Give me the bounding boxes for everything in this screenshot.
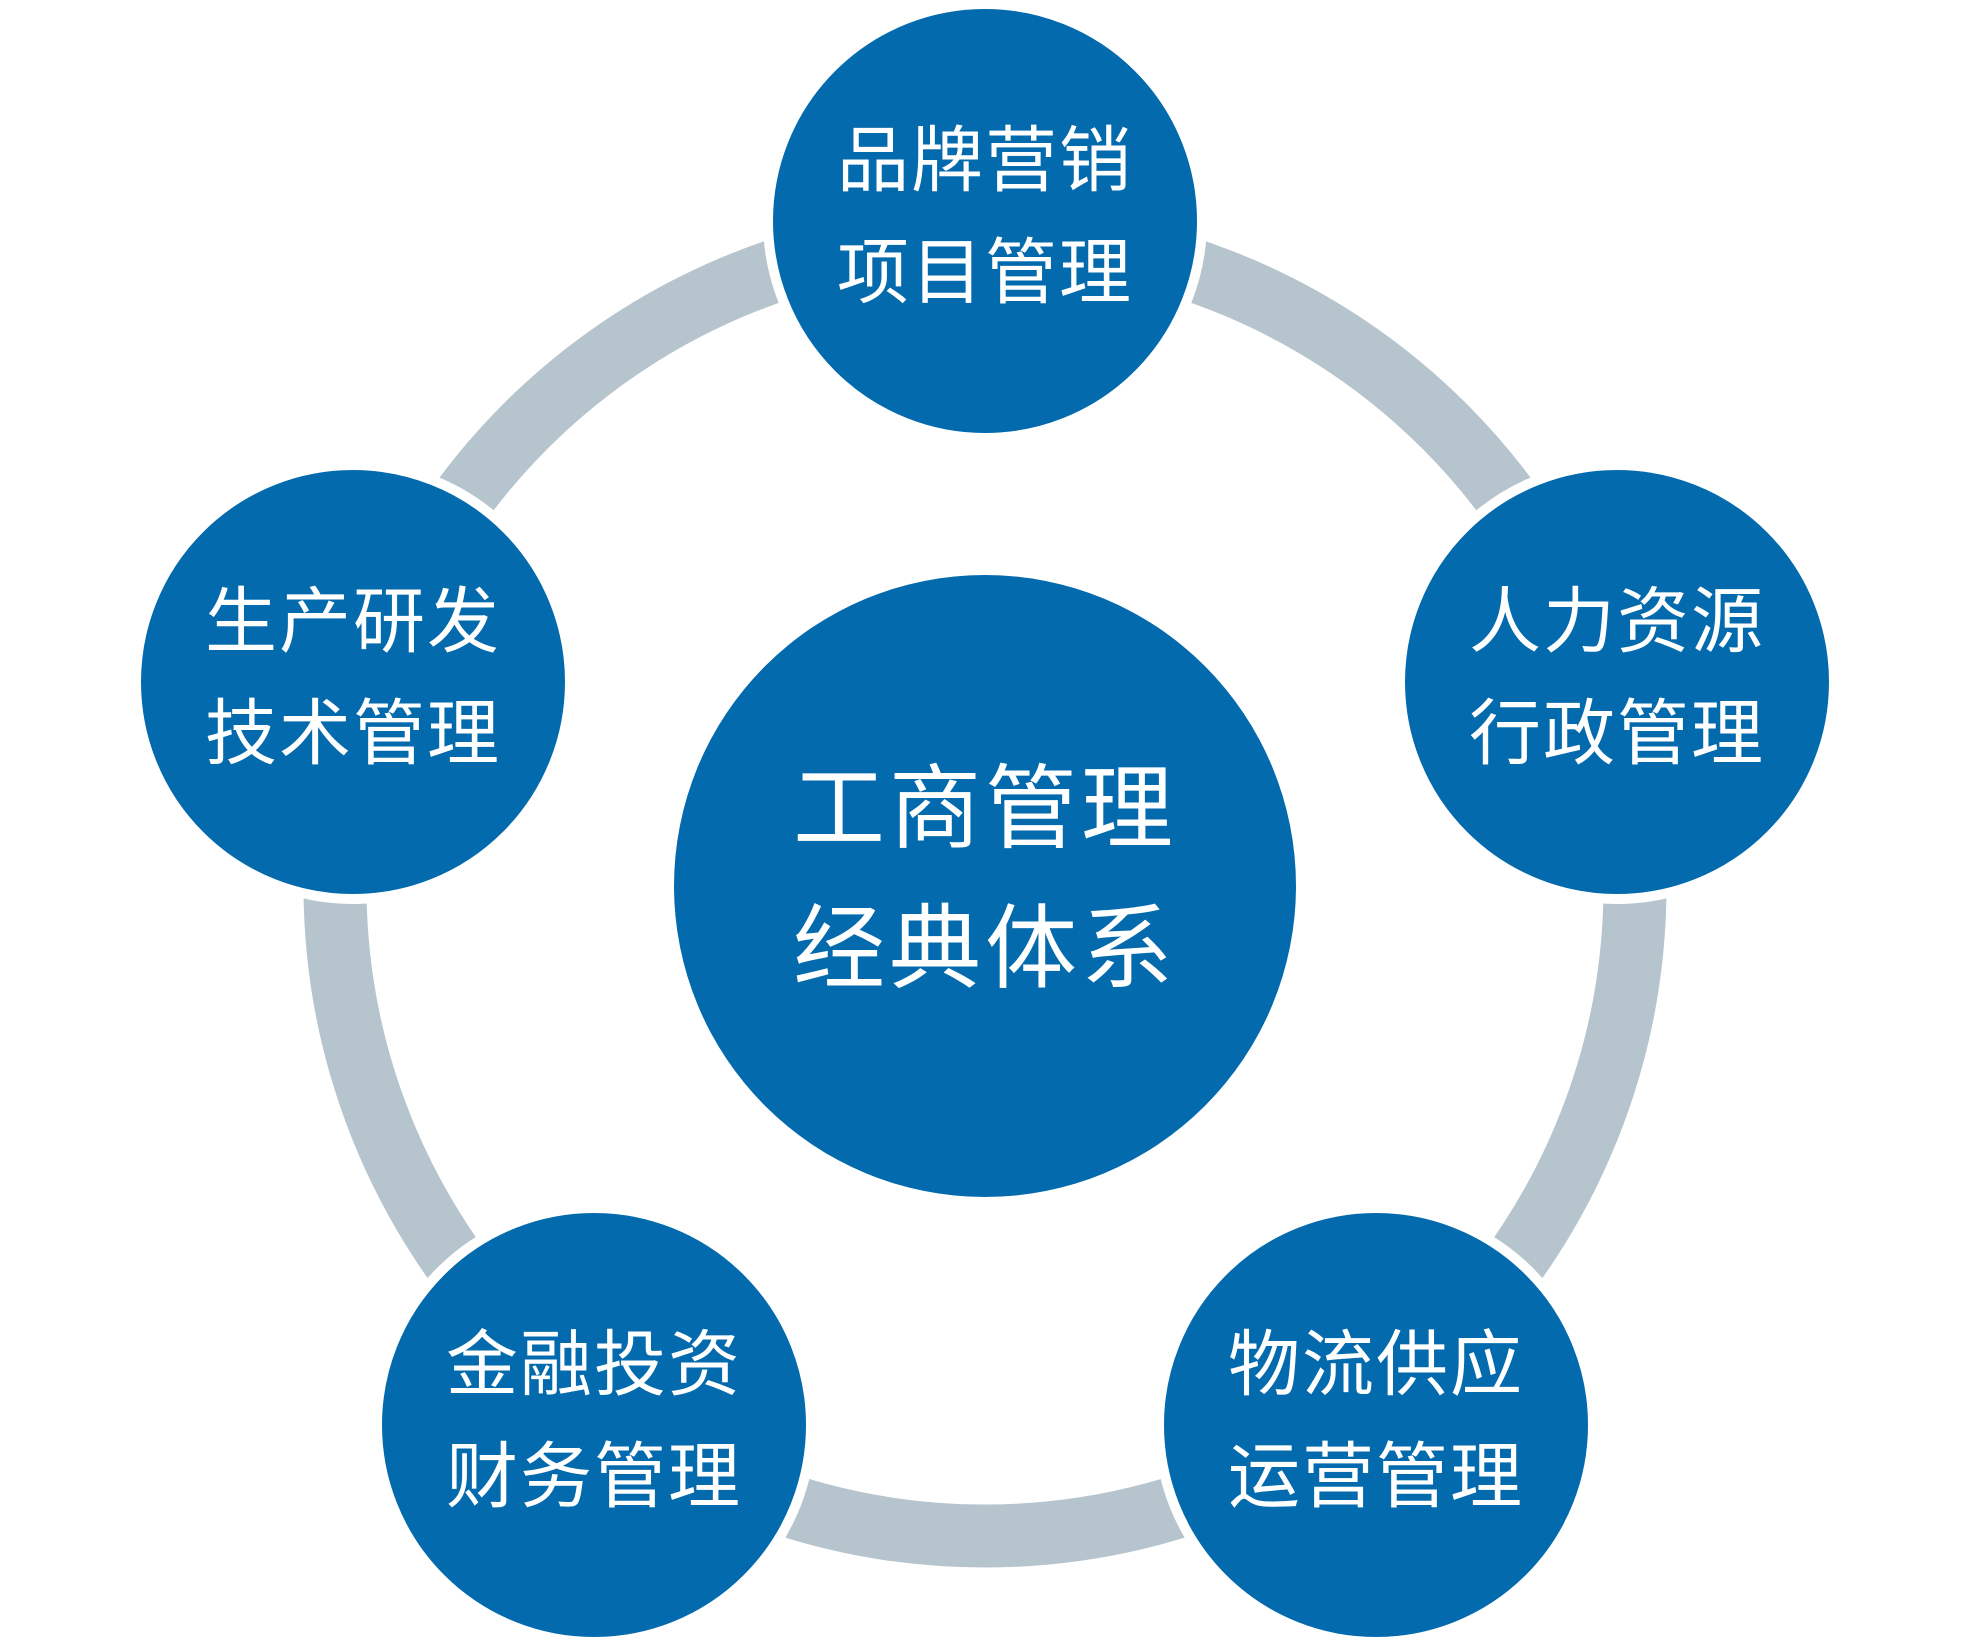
node-label-line1: 人力资源 bbox=[1469, 580, 1765, 664]
node-label-line1: 品牌营销 bbox=[837, 119, 1133, 203]
center-title-line2: 经典体系 bbox=[793, 895, 1177, 1002]
node-label-line1: 生产研发 bbox=[205, 580, 501, 664]
node-label-line2: 项目管理 bbox=[837, 231, 1133, 315]
node-label-line2: 行政管理 bbox=[1469, 692, 1765, 776]
node-label-line2: 运营管理 bbox=[1228, 1435, 1524, 1519]
node-label-line2: 财务管理 bbox=[446, 1435, 742, 1519]
node-finance: 金融投资 财务管理 bbox=[372, 1203, 816, 1647]
node-logistics: 物流供应 运营管理 bbox=[1154, 1203, 1598, 1647]
node-human-resources: 人力资源 行政管理 bbox=[1395, 460, 1839, 904]
node-production-rd: 生产研发 技术管理 bbox=[131, 460, 575, 904]
center-node: 工商管理 经典体系 bbox=[674, 575, 1296, 1197]
node-brand-marketing: 品牌营销 项目管理 bbox=[763, 0, 1207, 443]
center-title-line1: 工商管理 bbox=[793, 755, 1177, 862]
node-label-line1: 物流供应 bbox=[1228, 1323, 1524, 1407]
node-label-line1: 金融投资 bbox=[446, 1323, 742, 1407]
node-label-line2: 技术管理 bbox=[205, 692, 501, 776]
